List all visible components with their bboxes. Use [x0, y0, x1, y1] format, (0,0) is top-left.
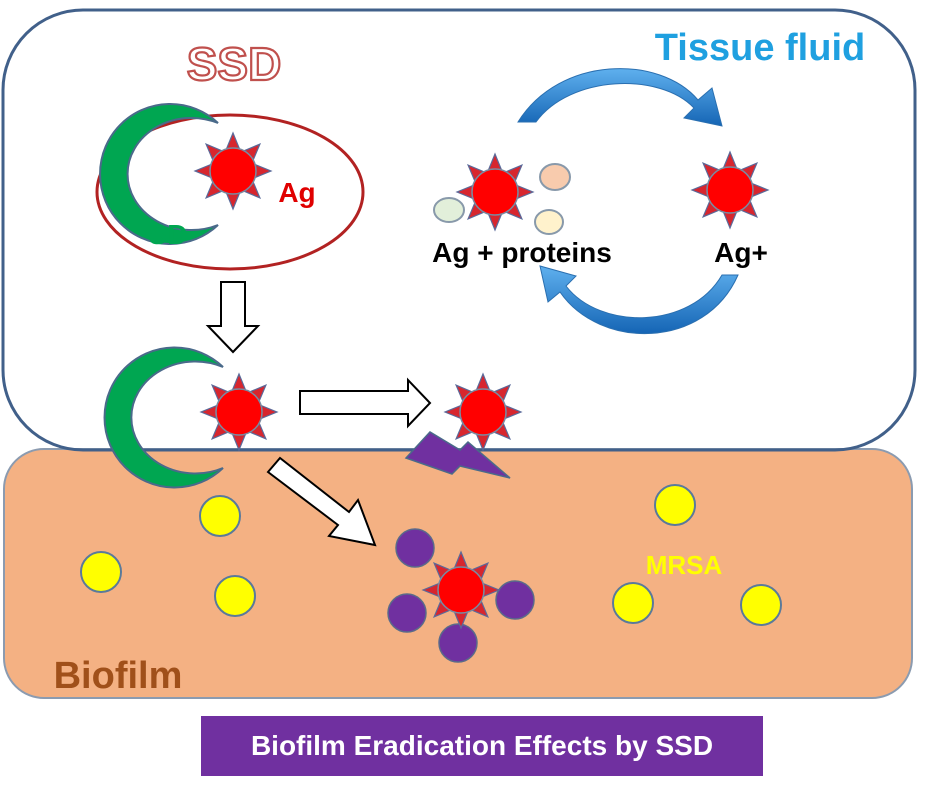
cycle-arrow-icon [517, 68, 723, 127]
silver-core [471, 168, 519, 216]
block-arrow-right-icon [299, 377, 432, 429]
silver-core [215, 388, 263, 436]
purple-bacteria-icon [438, 623, 478, 663]
caption-banner: Biofilm Eradication Effects by SSD [201, 716, 763, 776]
sulfadiazine-crescent-icon [103, 346, 224, 489]
silver-core [437, 566, 485, 614]
purple-bacteria-icon [495, 580, 535, 620]
mrsa-label: MRSA [646, 550, 723, 580]
block-arrow-diagonal-icon [266, 456, 377, 547]
ag-proteins-label: Ag + proteins [432, 237, 612, 268]
mrsa-cell-icon [80, 551, 122, 593]
mrsa-cell-icon [199, 495, 241, 537]
biofilm-label: Biofilm [54, 655, 183, 697]
silver-core [706, 166, 754, 214]
protein-icon [433, 197, 465, 223]
sulfadiazine-crescent-icon [99, 103, 219, 245]
mrsa-cell-icon [740, 584, 782, 626]
silver-particle-icon [199, 372, 279, 452]
purple-bacteria-icon [387, 593, 427, 633]
mrsa-cell-icon [654, 484, 696, 526]
silver-particle-icon [421, 550, 501, 630]
ag-ion-label: Ag+ [714, 237, 768, 268]
cycle-arrow-icon [539, 265, 739, 335]
caption-text: Biofilm Eradication Effects by SSD [250, 730, 714, 761]
silver-particle-icon [455, 152, 535, 232]
silver-particle-icon [690, 150, 770, 230]
tissue-fluid-label: Tissue fluid [655, 27, 865, 69]
ag-label: Ag [278, 177, 315, 208]
silver-particle-icon [443, 372, 523, 452]
ssd-label: SSD [187, 38, 282, 90]
protein-icon [539, 163, 571, 191]
mrsa-cell-icon [612, 582, 654, 624]
silver-core [459, 388, 507, 436]
silver-particle-icon [193, 131, 273, 211]
purple-bacteria-icon [395, 528, 435, 568]
block-arrow-down-icon [205, 281, 261, 354]
silver-core [209, 147, 257, 195]
lightning-icon [404, 431, 511, 479]
protein-icon [534, 209, 564, 235]
silver-particles [193, 131, 770, 630]
mrsa-cell-icon [214, 575, 256, 617]
sd-label: SD [149, 219, 188, 250]
